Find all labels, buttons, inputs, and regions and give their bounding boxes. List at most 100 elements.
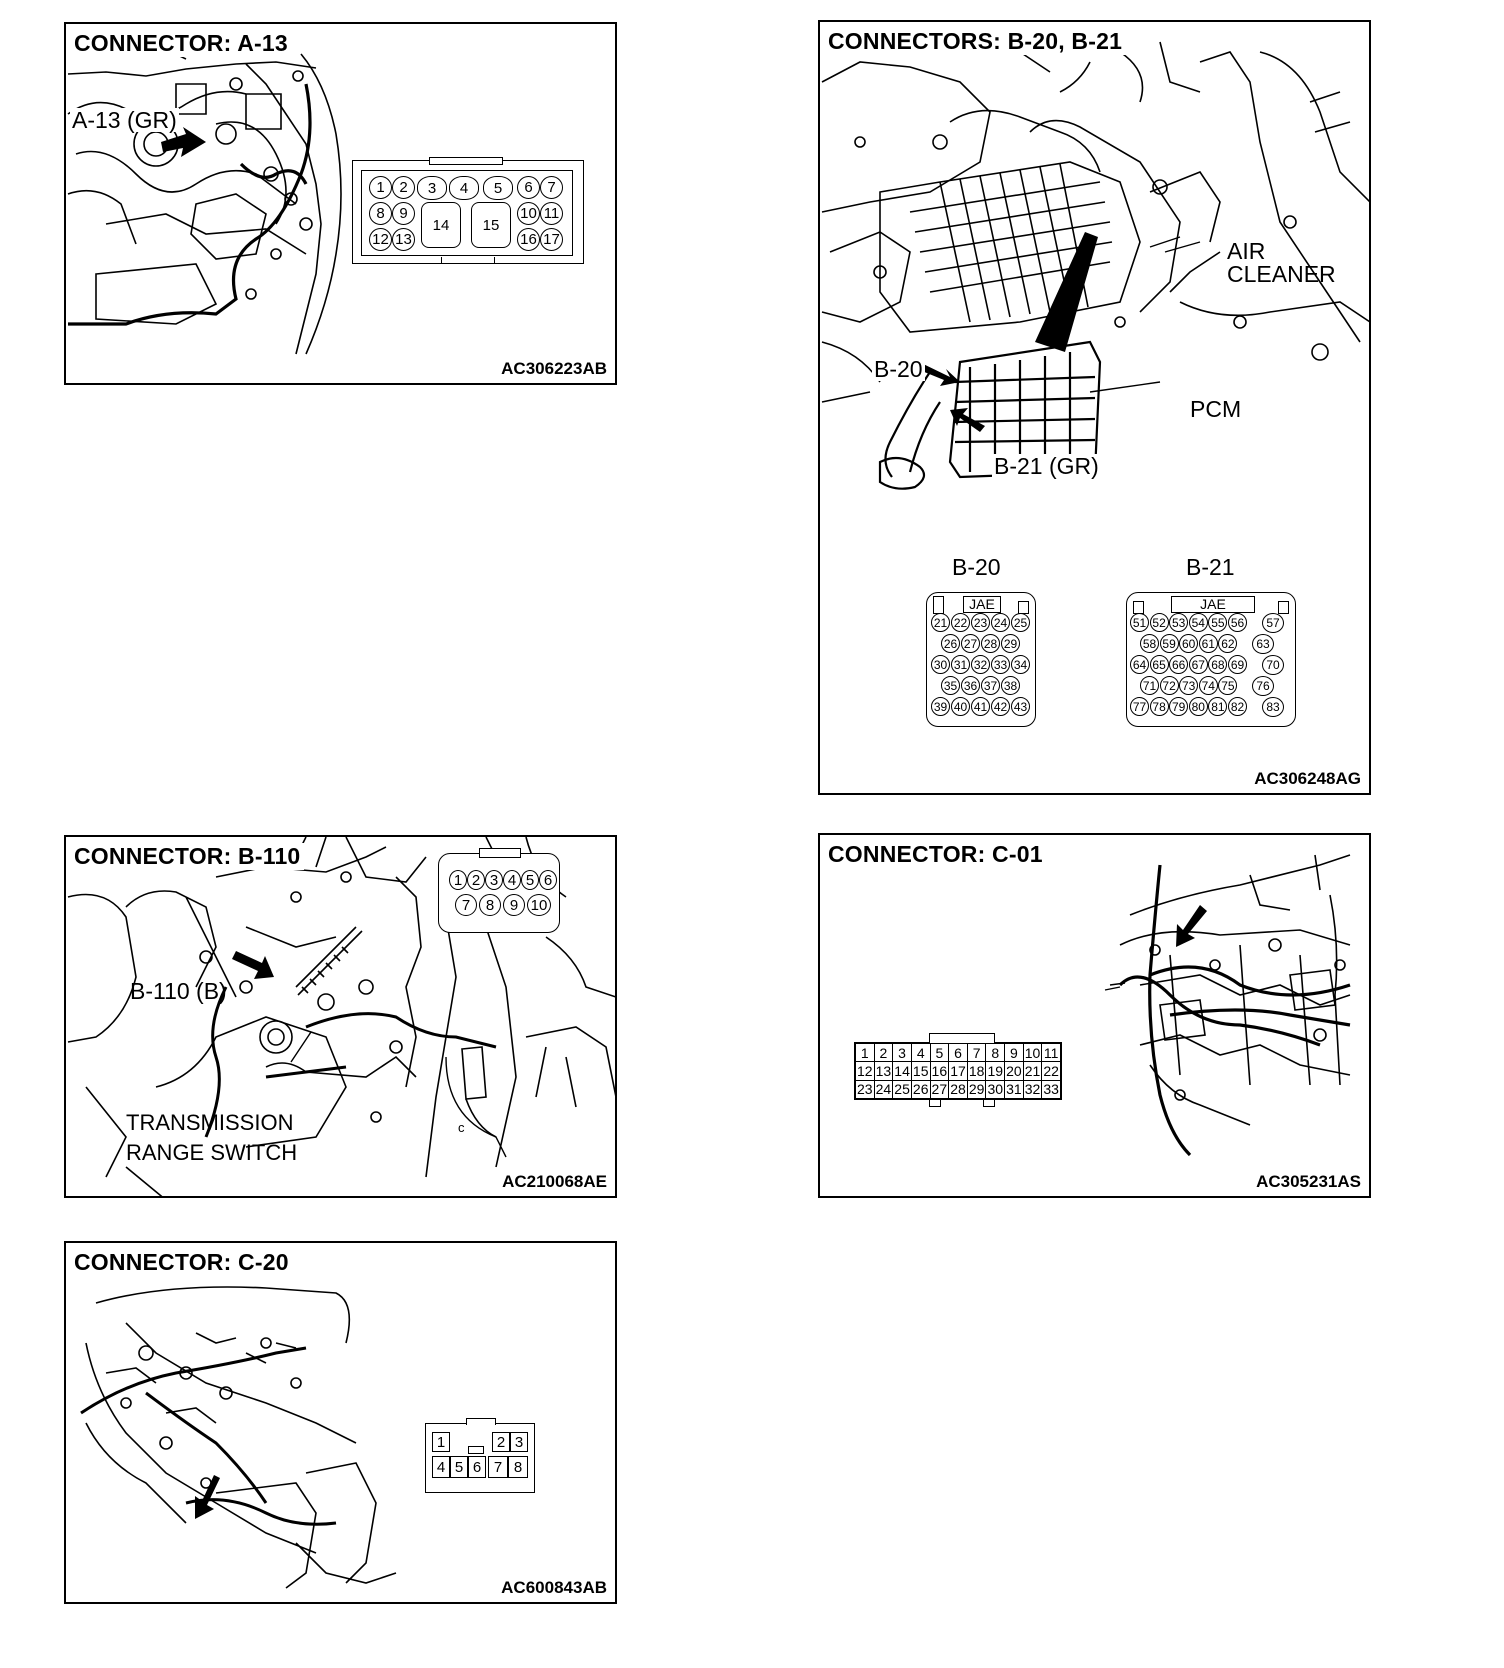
pin: 56 xyxy=(1228,613,1247,632)
pin: 77 xyxy=(1130,697,1149,716)
pin: 43 xyxy=(1011,697,1030,716)
pin: 17 xyxy=(540,228,563,251)
connector-face-c20: 1 2 3 4 5 6 7 8 xyxy=(425,1418,535,1493)
pin: 6 xyxy=(948,1043,968,1063)
pin: 31 xyxy=(951,655,970,674)
pin: 10 xyxy=(1022,1043,1043,1063)
pin: 6 xyxy=(468,1456,486,1478)
pin: 80 xyxy=(1188,697,1208,716)
pin: 20 xyxy=(1004,1061,1024,1081)
label-range-switch: RANGE SWITCH xyxy=(126,1140,298,1165)
pin: 9 xyxy=(503,894,525,916)
pin: 3 xyxy=(417,176,447,200)
pin: 1 xyxy=(449,870,467,890)
pin: 59 xyxy=(1159,634,1179,653)
callout-b21: B-21 (GR) xyxy=(992,453,1101,479)
pin: 8 xyxy=(479,894,501,916)
label-air-cleaner: AIR CLEANER xyxy=(1225,240,1361,286)
pin: 38 xyxy=(1001,676,1020,695)
pin: 8 xyxy=(369,202,392,225)
pin: 5 xyxy=(521,870,539,890)
label-transmission: TRANSMISSION xyxy=(126,1110,294,1135)
pin: 7 xyxy=(488,1456,508,1478)
pin: 64 xyxy=(1130,655,1149,674)
pin: 1 xyxy=(855,1043,875,1063)
pin: 4 xyxy=(503,870,521,890)
pin: 2 xyxy=(467,870,485,890)
pin: 5 xyxy=(450,1456,468,1478)
pin: 62 xyxy=(1218,634,1238,653)
pin: 27 xyxy=(961,634,980,653)
pin: 57 xyxy=(1262,613,1284,633)
pin: 10 xyxy=(517,202,540,225)
pin: 18 xyxy=(966,1061,987,1081)
pin: 3 xyxy=(485,870,503,890)
pin: 17 xyxy=(948,1061,968,1081)
pin: 2 xyxy=(392,176,415,199)
pin: 30 xyxy=(931,655,950,674)
pin: 26 xyxy=(910,1079,931,1099)
pin: 30 xyxy=(985,1079,1006,1099)
pin: 33 xyxy=(991,655,1010,674)
pin: 65 xyxy=(1149,655,1169,674)
pin: 22 xyxy=(951,613,970,632)
pin: 12 xyxy=(855,1061,875,1081)
callout-b20: B-20 xyxy=(872,356,925,382)
pin: 55 xyxy=(1208,613,1228,632)
pin: 11 xyxy=(540,202,563,225)
panel-connector-c20: CONNECTOR: C-20 1 2 3 4 5 6 7 8 AC600843… xyxy=(64,1241,617,1604)
callout-b110: B-110 (B) xyxy=(130,978,227,1004)
pin: 5 xyxy=(929,1043,950,1063)
pin: 74 xyxy=(1198,676,1218,695)
pin: 19 xyxy=(985,1061,1006,1081)
pin: 40 xyxy=(951,697,970,716)
pin: 29 xyxy=(966,1079,987,1099)
pin: 70 xyxy=(1262,655,1284,675)
connector-face-b110: 1 2 3 4 5 6 7 8 9 10 xyxy=(438,848,560,933)
figure-code: AC600843AB xyxy=(497,1578,607,1598)
pin: 8 xyxy=(985,1043,1006,1063)
engine-bay-illustration-a13 xyxy=(67,43,342,355)
dashboard-harness-illustration-c01 xyxy=(1104,854,1351,1157)
pin: 29 xyxy=(1001,634,1020,653)
figure-code: AC306248AG xyxy=(1250,769,1361,789)
pin: 23 xyxy=(971,613,990,632)
pin: 22 xyxy=(1041,1061,1061,1081)
pin: 3 xyxy=(892,1043,912,1063)
pin: 25 xyxy=(892,1079,912,1099)
pin: 28 xyxy=(948,1079,968,1099)
pin: 83 xyxy=(1262,697,1284,717)
pin: 52 xyxy=(1149,613,1169,632)
pin: 41 xyxy=(971,697,990,716)
pin: 23 xyxy=(855,1079,875,1099)
pin: 21 xyxy=(1022,1061,1043,1081)
clip-label-c: c xyxy=(458,1120,465,1135)
pin: 2 xyxy=(492,1432,510,1452)
panel-title: CONNECTORS: B-20, B-21 xyxy=(828,28,1127,55)
pin: 82 xyxy=(1228,697,1247,716)
pin: 7 xyxy=(455,894,477,916)
pin: 6 xyxy=(539,870,557,890)
pin: 53 xyxy=(1169,613,1189,632)
dashboard-harness-illustration-c20 xyxy=(80,1286,397,1589)
figure-code: AC210068AE xyxy=(498,1172,607,1192)
pin: 13 xyxy=(392,228,415,251)
panel-title: CONNECTOR: A-13 xyxy=(74,30,292,57)
pin: 39 xyxy=(931,697,950,716)
pin-grid-c20: 1 2 3 4 5 6 7 8 xyxy=(430,1430,530,1484)
pin: 1 xyxy=(432,1432,450,1452)
panel-connector-a13: CONNECTOR: A-13 A-13 (GR) 1 2 3 4 5 6 7 … xyxy=(64,22,617,385)
pin: 37 xyxy=(981,676,1000,695)
connector-face-a13: 1 2 3 4 5 6 7 8 9 14 15 10 11 12 13 16 1… xyxy=(352,157,584,264)
panel-title: CONNECTOR: C-01 xyxy=(828,841,1047,868)
pin: 15 xyxy=(910,1061,931,1081)
panel-title: CONNECTOR: B-110 xyxy=(74,843,305,870)
pin: 4 xyxy=(449,176,479,200)
transmission-illustration xyxy=(67,837,615,1196)
pin: 78 xyxy=(1149,697,1169,716)
pin: 31 xyxy=(1004,1079,1024,1099)
